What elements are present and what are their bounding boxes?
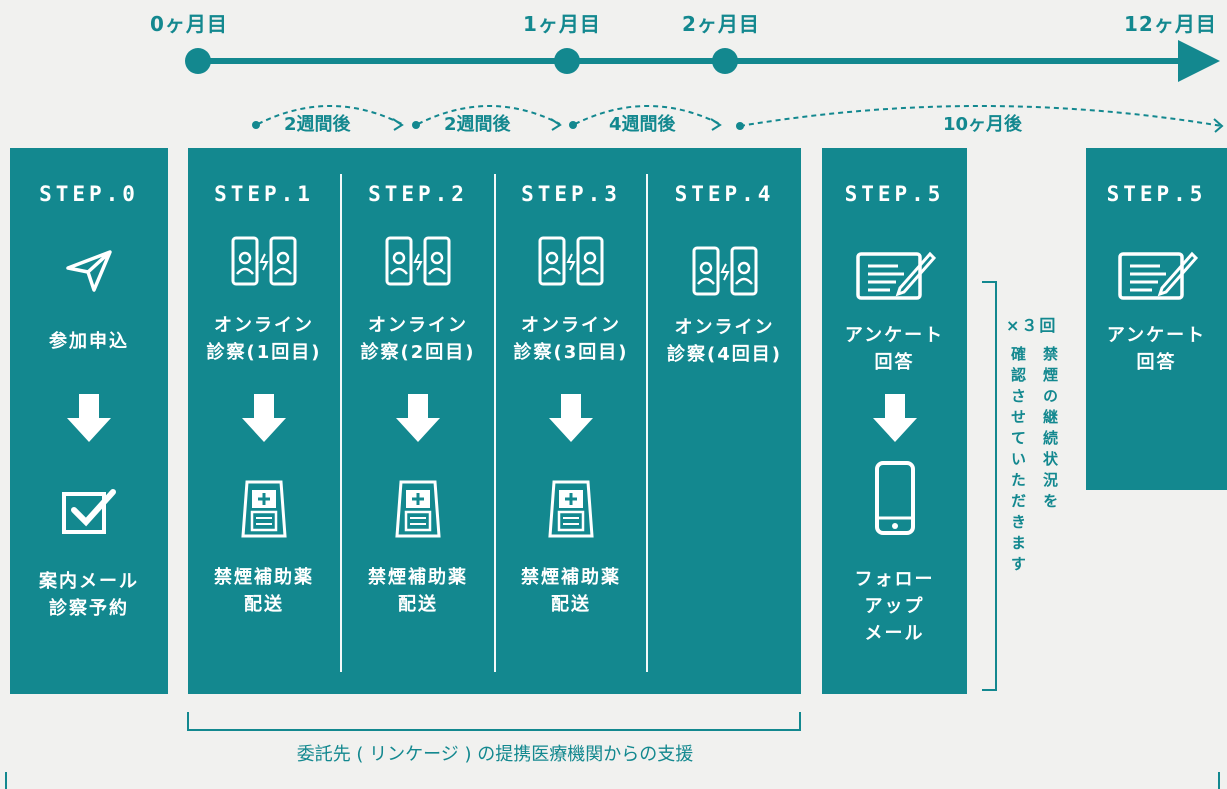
timeline-dot-2 — [712, 48, 738, 74]
month-label-1: 1ヶ月目 — [523, 12, 601, 36]
note-times: ×３回 — [1006, 316, 1058, 335]
interval-label-3: 4週間後 — [609, 114, 676, 135]
note-line-1: 禁煙の継続状況を — [1041, 346, 1059, 514]
phone-video-call-icon — [385, 236, 451, 286]
step3-column: STEP.3 オンライン 診察(3回目) 禁煙補助薬 配送 — [496, 148, 646, 694]
separator-2 — [494, 174, 496, 672]
step1-column: STEP.1 オンライン 診察(1回目) 禁煙補助薬 配送 — [188, 148, 340, 694]
steps-1-4-panel: STEP.1 オンライン 診察(1回目) 禁煙補助薬 配送 STEP.2 — [188, 148, 801, 694]
interval-label-4: 10ヶ月後 — [943, 114, 1023, 135]
step5-final-title: STEP.5 — [1106, 182, 1207, 206]
month-label-2: 2ヶ月目 — [682, 12, 760, 36]
follow-up-mail-label: フォロー アップ メール — [854, 569, 935, 644]
phone-video-call-icon — [538, 236, 604, 286]
caption-bracket — [187, 712, 801, 731]
down-arrow-icon — [549, 394, 593, 442]
checkbox-icon — [62, 489, 116, 534]
note-line-2: 確認させていただきます — [1009, 346, 1027, 577]
step5-final-label: アンケート 回答 — [1106, 325, 1207, 373]
step5-label: アンケート 回答 — [844, 325, 945, 373]
interval-label-2: 2週間後 — [444, 114, 511, 135]
step3-title: STEP.3 — [521, 182, 621, 206]
dashed-interval-arrows — [257, 105, 1223, 127]
survey-form-icon — [855, 251, 936, 300]
step2-delivery: 禁煙補助薬 配送 — [368, 567, 468, 615]
step1-delivery: 禁煙補助薬 配送 — [214, 567, 314, 615]
survey-form-icon — [1117, 251, 1198, 300]
paper-plane-icon — [66, 250, 112, 292]
step2-title: STEP.2 — [368, 182, 468, 206]
note-bracket — [982, 281, 997, 691]
step0-label-apply: 参加申込 — [49, 331, 129, 352]
medicine-bag-icon — [395, 480, 441, 538]
caption: 委託先 ( リンケージ ) の提携医療機関からの支援 — [296, 744, 694, 765]
step5-panel-final: STEP.5 アンケート 回答 — [1086, 148, 1227, 490]
interval-label-1: 2週間後 — [284, 114, 351, 135]
timeline-dot-1 — [554, 48, 580, 74]
timeline-dot-0 — [185, 48, 211, 74]
down-arrow-icon — [67, 394, 111, 442]
down-arrow-icon — [872, 394, 917, 442]
month-label-12: 12ヶ月目 — [1124, 12, 1217, 36]
step1-label: オンライン 診察(1回目) — [206, 315, 322, 363]
step2-column: STEP.2 オンライン 診察(2回目) 禁煙補助薬 配送 — [342, 148, 494, 694]
step0-title: STEP.0 — [39, 182, 139, 206]
step4-column: STEP.4 オンライン 診察(4回目) — [648, 148, 801, 694]
outer-bracket — [5, 772, 1220, 789]
step0-label-mail: 案内メール 診察予約 — [39, 571, 139, 619]
step0-panel: STEP.0 参加申込 案内メール 診察予約 — [10, 148, 168, 694]
step4-title: STEP.4 — [674, 182, 775, 206]
medicine-bag-icon — [548, 480, 594, 538]
down-arrow-icon — [242, 394, 286, 442]
step5-title: STEP.5 — [844, 182, 945, 206]
step4-label: オンライン 診察(4回目) — [667, 317, 782, 365]
step3-label: オンライン 診察(3回目) — [513, 315, 629, 363]
month-label-0: 0ヶ月目 — [150, 12, 228, 36]
step1-title: STEP.1 — [214, 182, 314, 206]
smartphone-icon — [874, 461, 915, 535]
step5-panel-first: STEP.5 アンケート 回答 フォロー アップ メール — [822, 148, 967, 694]
separator-1 — [340, 174, 342, 672]
phone-video-call-icon — [692, 246, 757, 296]
step2-label: オンライン 診察(2回目) — [360, 315, 476, 363]
phone-video-call-icon — [231, 236, 297, 286]
step3-delivery: 禁煙補助薬 配送 — [521, 567, 621, 615]
down-arrow-icon — [396, 394, 440, 442]
timeline-arrow — [185, 40, 1224, 133]
separator-3 — [646, 174, 648, 672]
medicine-bag-icon — [241, 480, 287, 538]
